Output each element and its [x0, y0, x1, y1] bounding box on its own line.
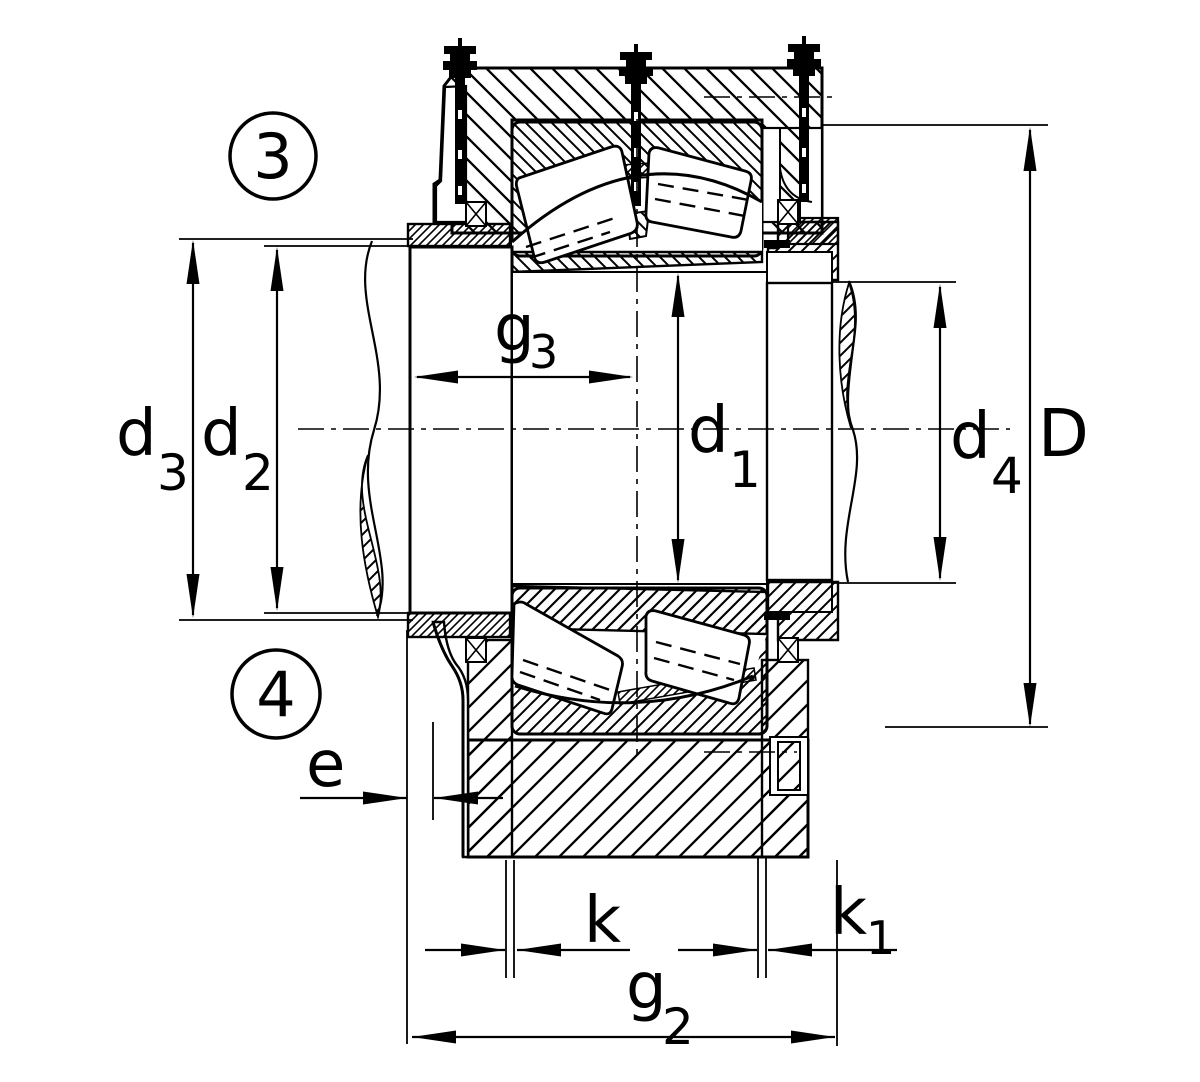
label-k1-sub: 1	[866, 911, 895, 965]
label-k1: k	[830, 876, 867, 950]
label-d4: d	[950, 400, 991, 474]
callout-3-number: 3	[253, 120, 292, 193]
withdrawal-nut	[765, 251, 834, 613]
label-k: k	[584, 884, 621, 958]
label-D: D	[1038, 395, 1089, 472]
bearing-bore	[511, 271, 768, 585]
label-d3-sub: 3	[157, 444, 189, 502]
dimension-arrows	[186, 127, 1037, 1044]
extension-lines	[179, 124, 1048, 1046]
flange-strips-bottom	[406, 580, 840, 642]
label-d1-sub: 1	[729, 441, 761, 499]
shaft-break-right	[838, 280, 859, 583]
housing-bottom	[431, 620, 810, 859]
label-d3: d	[116, 397, 157, 471]
bolt-center	[619, 44, 653, 84]
roller-bottom-left	[510, 600, 624, 716]
callout-4: 4	[230, 648, 322, 740]
lock-tab-top	[764, 240, 790, 248]
roller-top-left	[514, 144, 639, 265]
label-g2: g	[626, 950, 667, 1024]
label-g3-sub: 3	[529, 325, 558, 379]
roller-bottom-right	[644, 609, 751, 706]
seal-top-left	[465, 201, 487, 227]
seal-top-right	[777, 199, 799, 225]
bolt-left	[443, 38, 477, 204]
stud-center	[631, 84, 641, 206]
centerlines	[298, 86, 1010, 758]
bolt-right	[787, 36, 821, 202]
callout-4-number: 4	[256, 658, 295, 731]
raceway-arc-bottom	[514, 674, 754, 705]
dimension-labels: d 3 d 2 g 3 d 1 d 4 D e k k 1 g 2	[116, 292, 1089, 1056]
adapter-sleeve	[408, 245, 514, 615]
lock-tab-bottom	[764, 612, 790, 620]
callout-3: 3	[228, 111, 318, 201]
label-d2-sub: 2	[242, 444, 274, 502]
shaft-break-left	[359, 240, 384, 621]
roller-top-right	[644, 146, 753, 239]
label-g2-sub: 2	[662, 998, 694, 1056]
seal-bottom-left	[465, 637, 487, 663]
label-g3: g	[494, 292, 535, 366]
label-d2: d	[201, 397, 242, 471]
seal-bottom-right	[777, 637, 799, 663]
label-d4-sub: 4	[991, 447, 1023, 505]
label-d1: d	[688, 394, 729, 468]
label-e: e	[306, 728, 345, 802]
